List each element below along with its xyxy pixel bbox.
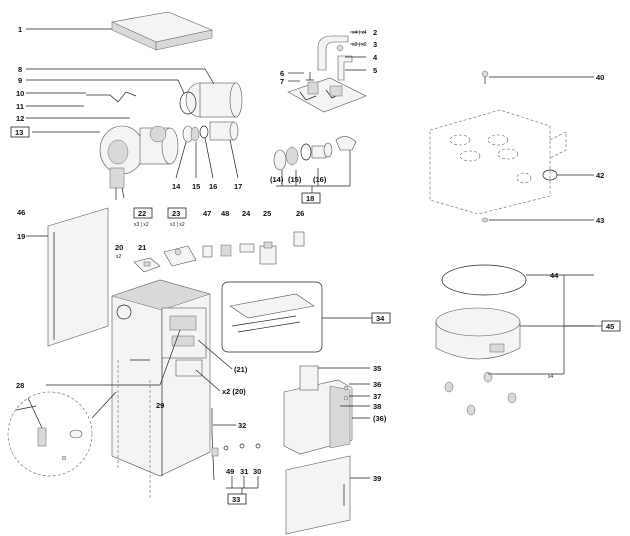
part-blower-tube bbox=[185, 82, 243, 118]
callout-29: 29 bbox=[156, 401, 164, 410]
part-gasket-ring bbox=[179, 91, 197, 115]
callout-36-paren: (36) bbox=[373, 414, 387, 423]
part-coupling-14-17 bbox=[182, 121, 239, 143]
callout-3: 3 bbox=[373, 40, 377, 49]
part-blower-motor bbox=[99, 125, 179, 200]
callout-21-paren: (21) bbox=[234, 365, 248, 374]
part-tank-bowl bbox=[435, 307, 521, 360]
callout-46: 46 bbox=[17, 208, 25, 217]
callout-30: 30 bbox=[253, 467, 261, 476]
part-lid bbox=[110, 11, 214, 51]
qty-20: x2 bbox=[116, 254, 122, 260]
callout-43: 43 bbox=[596, 216, 604, 225]
part-feet bbox=[444, 371, 517, 416]
part-rail-kit-box bbox=[221, 281, 323, 353]
callout-45: 45 bbox=[606, 322, 614, 331]
callout-42: 42 bbox=[596, 171, 604, 180]
callout-35: 35 bbox=[373, 364, 381, 373]
part-small-fittings bbox=[211, 443, 261, 457]
callout-7: 7 bbox=[280, 77, 284, 86]
part-transformer-25 bbox=[259, 241, 277, 265]
callout-21: 21 bbox=[138, 243, 146, 252]
callout-33-box bbox=[227, 493, 247, 505]
part-side-panel bbox=[47, 207, 109, 347]
part-flue-adapter bbox=[273, 136, 357, 171]
callout-28: 28 bbox=[16, 381, 24, 390]
callout-32: 32 bbox=[238, 421, 246, 430]
callout-49: 49 bbox=[226, 467, 234, 476]
callout-38: 38 bbox=[373, 402, 381, 411]
part-component-24 bbox=[239, 243, 255, 253]
part-tank-top bbox=[429, 109, 567, 215]
callout-24: 24 bbox=[242, 209, 251, 218]
callout-23-box bbox=[167, 207, 187, 219]
callout-17: 17 bbox=[234, 182, 242, 191]
part-control-panel bbox=[283, 365, 353, 455]
callout-8: 8 bbox=[18, 65, 22, 74]
part-tank-ring bbox=[441, 264, 527, 296]
callout-16: 16 bbox=[209, 182, 217, 191]
part-component-48 bbox=[220, 244, 232, 257]
callout-labels: 1 8 9 10 11 12 13 14 15 16 17 2 x4 | x4 … bbox=[10, 25, 621, 505]
callout-18-box bbox=[301, 192, 321, 204]
callout-12: 12 bbox=[16, 114, 24, 123]
part-oring-43 bbox=[481, 217, 489, 223]
callout-6: 6 bbox=[280, 69, 284, 78]
callout-20-x2: x2 (20) bbox=[222, 387, 246, 396]
part-spring-rod bbox=[86, 91, 137, 103]
qty-22: x3 | x2 bbox=[134, 222, 149, 228]
callout-13: 13 bbox=[15, 128, 23, 137]
callout-33: 33 bbox=[232, 495, 240, 504]
qty-3: x2 | x2 bbox=[352, 42, 367, 48]
callout-13-box bbox=[10, 126, 30, 138]
callout-11: 11 bbox=[16, 102, 24, 111]
callout-25: 25 bbox=[263, 209, 271, 218]
callout-36: 36 bbox=[373, 380, 381, 389]
callout-2: 2 bbox=[373, 28, 377, 37]
part-gas-valve-cluster bbox=[287, 35, 367, 113]
callout-18: 18 bbox=[306, 194, 314, 203]
part-front-door bbox=[285, 455, 351, 535]
callout-20: 20 bbox=[115, 243, 123, 252]
callout-15: 15 bbox=[192, 182, 200, 191]
part-boiler-body bbox=[111, 279, 211, 500]
callout-23: 23 bbox=[172, 209, 180, 218]
callout-26: 26 bbox=[296, 209, 304, 218]
callout-4: 4 bbox=[373, 53, 378, 62]
callout-40: 40 bbox=[596, 73, 604, 82]
callout-37: 37 bbox=[373, 392, 381, 401]
qty-2: x4 | x4 bbox=[352, 30, 367, 36]
callout-31: 31 bbox=[240, 467, 248, 476]
detail-circle bbox=[7, 391, 93, 477]
part-screw-40 bbox=[481, 70, 489, 84]
callout-39: 39 bbox=[373, 474, 381, 483]
part-board-23 bbox=[163, 245, 197, 267]
callout-9: 9 bbox=[18, 76, 22, 85]
callout-1: 1 bbox=[18, 25, 22, 34]
callout-45-box bbox=[601, 320, 621, 332]
callout-34-box bbox=[371, 312, 391, 324]
part-component-26 bbox=[293, 231, 305, 247]
part-component-47 bbox=[202, 245, 213, 258]
callout-16-paren: (16) bbox=[313, 175, 327, 184]
qty-23: x3 | x2 bbox=[170, 222, 185, 228]
callout-22-box bbox=[133, 207, 153, 219]
callout-19: 19 bbox=[17, 232, 25, 241]
callout-15-paren: (15) bbox=[288, 175, 302, 184]
qty-44: x4 bbox=[548, 374, 554, 380]
callout-34: 34 bbox=[376, 314, 385, 323]
callout-48: 48 bbox=[221, 209, 229, 218]
callout-10: 10 bbox=[16, 89, 24, 98]
callout-22: 22 bbox=[138, 209, 146, 218]
callout-47: 47 bbox=[203, 209, 211, 218]
callout-5: 5 bbox=[373, 66, 377, 75]
callout-14: 14 bbox=[172, 182, 181, 191]
part-board-21 bbox=[133, 257, 161, 273]
callout-44: 44 bbox=[550, 271, 559, 280]
callout-14-paren: (14) bbox=[270, 175, 284, 184]
